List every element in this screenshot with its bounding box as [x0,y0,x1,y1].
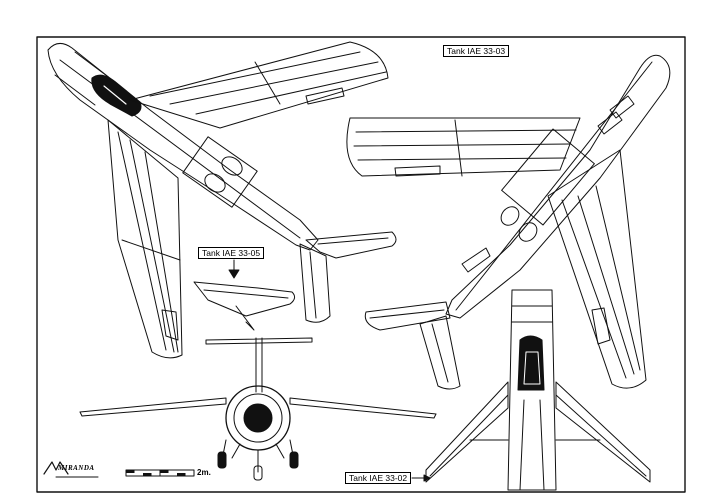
front-view-center [79,337,437,481]
scale-bar [125,469,195,477]
logo-text: MIRANDA [58,464,95,472]
tank-detail-center [193,259,296,331]
miranda-logo-mark [43,461,99,478]
tank-bottom-arrow [411,474,431,482]
tank-label-iae-33-05: Tank IAE 33-05 [198,247,265,259]
top-view-left [47,41,397,359]
tank-label-iae-33-02: Tank IAE 33-02 [345,472,412,484]
page-border [36,36,686,493]
nose-view-bottom-right [425,289,651,491]
tank-label-iae-33-03: Tank IAE 33-03 [443,45,510,57]
bottom-view-right [346,54,671,390]
scale-label: 2m. [197,468,211,477]
